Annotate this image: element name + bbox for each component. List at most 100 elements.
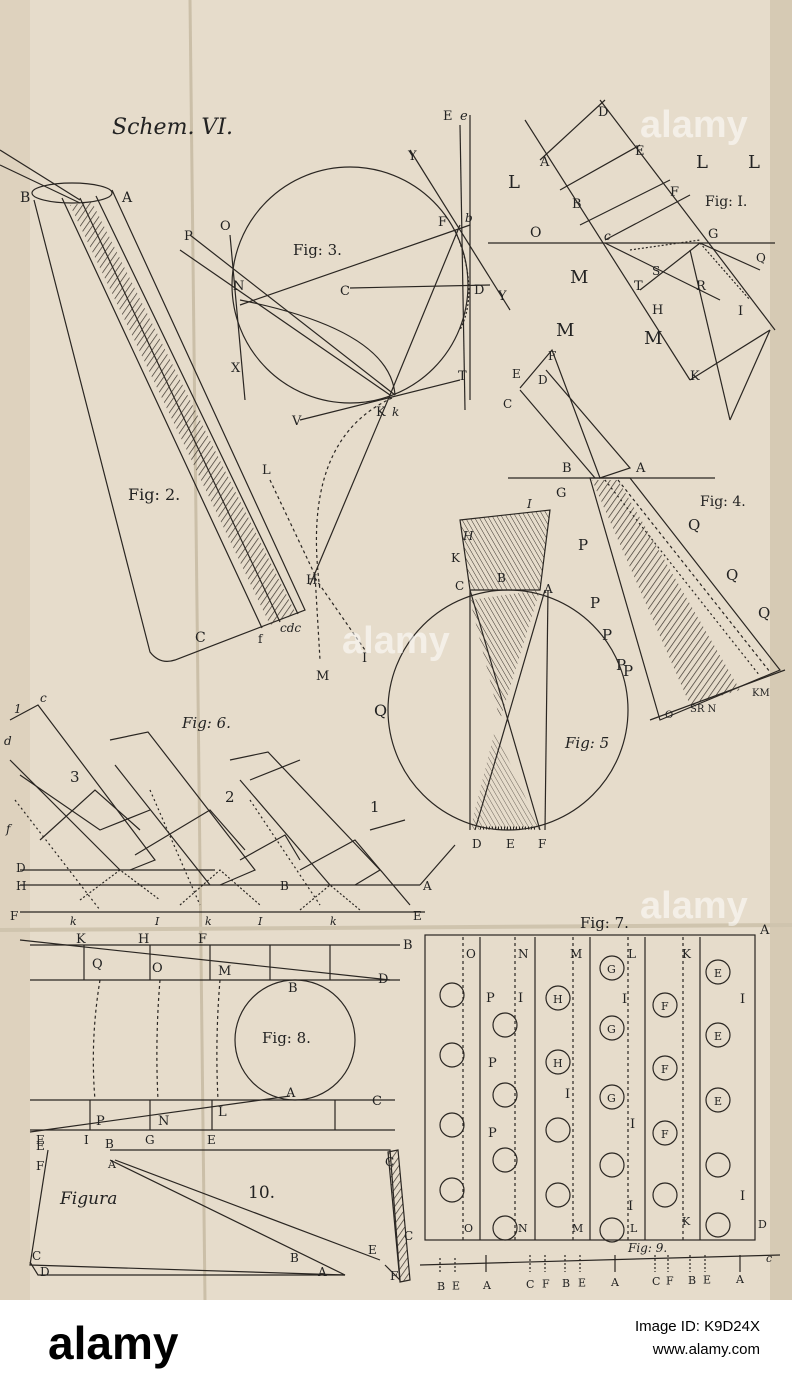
svg-text:P: P [488, 1126, 497, 1141]
svg-text:K: K [451, 551, 461, 565]
svg-text:P: P [486, 991, 495, 1006]
svg-text:k: k [392, 405, 399, 419]
svg-text:E: E [714, 1095, 722, 1108]
svg-text:N: N [233, 279, 244, 294]
fig-2-tube [0, 149, 306, 662]
fig-9-caption: Fig: 9. [627, 1241, 667, 1255]
scale-letter: B [562, 1277, 570, 1290]
site-url: www.alamy.com [652, 1341, 760, 1358]
svg-text:E: E [368, 1243, 377, 1257]
svg-text:I: I [257, 915, 263, 928]
watermark-bottom-right: alamy [640, 885, 748, 927]
svg-text:C: C [385, 1155, 394, 1169]
svg-text:C: C [503, 397, 512, 411]
svg-text:H: H [553, 993, 563, 1006]
image-id-label: Image ID: K9D24X [634, 1318, 760, 1335]
fig-1-diagram [488, 99, 776, 421]
svg-text:G: G [145, 1133, 155, 1147]
svg-text:K: K [376, 405, 386, 420]
svg-text:D: D [538, 373, 548, 387]
svg-text:O: O [152, 961, 163, 976]
svg-text:b: b [465, 211, 473, 225]
svg-text:O: O [220, 219, 231, 234]
svg-text:A: A [107, 1158, 117, 1171]
scale-letter: F [666, 1275, 674, 1288]
svg-text:KM: KM [752, 688, 770, 699]
svg-text:I: I [622, 992, 627, 1007]
svg-text:V: V [291, 414, 302, 429]
svg-text:Q: Q [726, 566, 738, 584]
svg-text:S: S [652, 264, 660, 278]
svg-text:B: B [280, 879, 289, 893]
svg-text:A: A [543, 582, 553, 596]
watermark-center: alamy [342, 620, 450, 662]
fig-4-prism [508, 348, 786, 721]
svg-text:c: c [604, 229, 611, 243]
scale-letter: E [578, 1276, 586, 1289]
svg-text:Q: Q [758, 604, 770, 622]
svg-text:Q: Q [374, 701, 387, 720]
svg-text:M: M [644, 328, 662, 349]
svg-text:M: M [316, 669, 329, 684]
fig-3-circle-diagram [179, 115, 511, 591]
svg-text:H: H [553, 1057, 563, 1070]
svg-text:H: H [16, 879, 26, 893]
scale-letter: E [703, 1273, 711, 1286]
svg-text:k: k [205, 915, 212, 928]
fig-6-caption: Fig: 6. [181, 714, 231, 732]
svg-text:T: T [458, 369, 467, 384]
svg-text:D: D [474, 283, 484, 298]
fig-6-part-1: 1 [370, 798, 380, 816]
svg-text:F: F [661, 1000, 669, 1013]
svg-text:L: L [696, 152, 708, 173]
svg-text:B: B [288, 981, 298, 996]
fig-6-part-2: 2 [225, 788, 235, 806]
engraved-plate: Schem. VI. B A C f cdc Fig: 2. [0, 0, 792, 1300]
svg-text:C: C [340, 284, 350, 299]
svg-text:D: D [378, 972, 388, 987]
scale-letter: B [688, 1274, 696, 1287]
fig-6-part-3: 3 [70, 768, 80, 786]
svg-text:G: G [607, 963, 616, 976]
svg-text:I: I [738, 304, 743, 319]
svg-text:K: K [690, 369, 700, 384]
svg-text:B: B [20, 190, 30, 206]
svg-text:L: L [630, 1222, 638, 1235]
svg-text:L: L [218, 1105, 227, 1120]
svg-text:N: N [518, 947, 529, 961]
svg-text:I: I [84, 1133, 89, 1147]
svg-text:Y: Y [407, 149, 417, 164]
svg-text:1: 1 [14, 702, 22, 716]
svg-text:L: L [628, 947, 636, 961]
fig-8-diagram [19, 939, 400, 1133]
svg-text:f: f [5, 822, 13, 836]
svg-text:L: L [748, 152, 760, 173]
svg-text:I: I [628, 1199, 633, 1214]
svg-text:e: e [460, 109, 468, 124]
svg-text:Q: Q [688, 516, 700, 534]
svg-text:M: M [570, 947, 582, 961]
svg-text:O: O [665, 710, 673, 721]
svg-text:f: f [258, 632, 264, 646]
svg-text:P: P [184, 229, 193, 244]
svg-text:F: F [198, 932, 207, 947]
svg-text:F: F [390, 1269, 398, 1283]
svg-text:I: I [630, 1117, 635, 1132]
svg-text:K: K [682, 1215, 691, 1228]
svg-text:C: C [404, 1229, 413, 1243]
svg-text:A: A [635, 461, 646, 476]
svg-text:I: I [154, 915, 160, 928]
svg-text:B: B [290, 1251, 299, 1265]
footer-bar [0, 1300, 792, 1390]
svg-text:O: O [530, 225, 541, 241]
svg-text:P: P [96, 1114, 105, 1129]
svg-text:B: B [562, 461, 572, 476]
svg-text:A: A [285, 1086, 296, 1101]
scale-letter: C [526, 1278, 534, 1291]
footer-info: Image ID: K9D24X www.alamy.com [560, 1318, 760, 1364]
svg-text:Q: Q [92, 957, 103, 972]
svg-text:M: M [572, 1222, 583, 1235]
fig-10-caption-number: 10. [248, 1183, 275, 1203]
fig-8-caption: Fig: 8. [262, 1029, 311, 1047]
